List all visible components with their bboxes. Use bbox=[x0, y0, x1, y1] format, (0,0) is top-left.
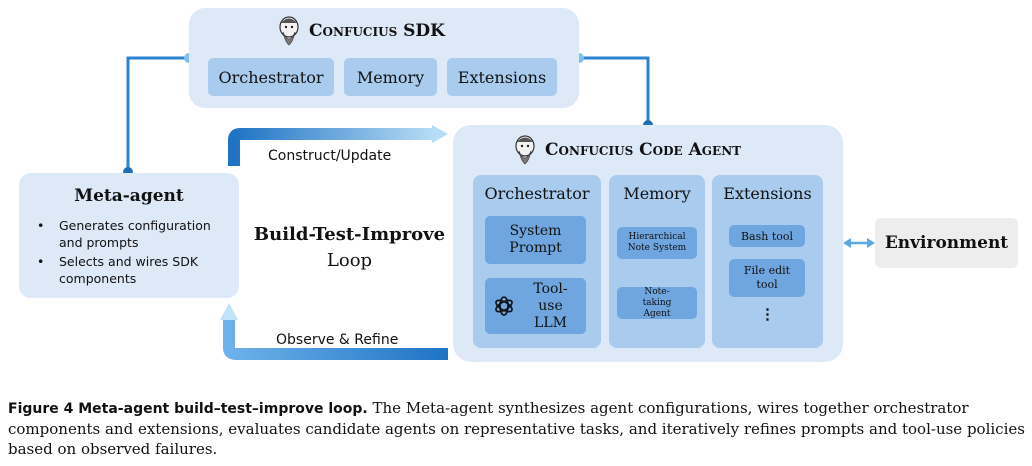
sdk-title: Confucius SDK bbox=[277, 16, 445, 46]
system-prompt-label: System Prompt bbox=[509, 223, 562, 256]
figure-caption: Figure 4 Meta-agent build–test–improve l… bbox=[8, 398, 1026, 459]
construct-arrow-shaft bbox=[228, 128, 434, 166]
agent-title: Confucius Code Agent bbox=[513, 135, 741, 165]
sdk-to-agent-connector bbox=[579, 56, 650, 125]
confucius-code-agent-panel: Confucius Code Agent Orchestrator System… bbox=[453, 125, 843, 362]
confucius-sdk-panel: Confucius SDK Orchestrator Memory Extens… bbox=[189, 8, 579, 108]
sdk-chip-orchestrator: Orchestrator bbox=[208, 58, 334, 96]
agent-memory-column: Memory Hierarchical Note System Note-tak… bbox=[609, 175, 705, 348]
meta-agent-bullet: Generates configuration and prompts bbox=[33, 217, 227, 251]
loop-title: Build-Test-Improve bbox=[253, 224, 446, 245]
hierarchical-note-system-label: Hierarchical Note System bbox=[627, 232, 687, 253]
hierarchical-note-system-pill: Hierarchical Note System bbox=[617, 227, 697, 259]
meta-agent-panel: Meta-agent Generates configuration and p… bbox=[19, 173, 239, 298]
sdk-chip-memory: Memory bbox=[344, 58, 437, 96]
orchestrator-heading: Orchestrator bbox=[484, 184, 590, 203]
construct-update-label: Construct/Update bbox=[268, 148, 392, 164]
tool-use-llm-pill: Tool-use LLM bbox=[485, 278, 586, 334]
system-prompt-pill: System Prompt bbox=[485, 216, 586, 264]
extensions-heading: Extensions bbox=[723, 184, 812, 203]
more-extensions-ellipsis: ⋮ bbox=[760, 305, 775, 323]
sdk-chip-extensions: Extensions bbox=[447, 58, 557, 96]
observe-arrow-head bbox=[220, 303, 238, 320]
confucius-portrait-icon bbox=[515, 135, 535, 165]
note-taking-agent-pill: Note-taking Agent bbox=[617, 287, 697, 319]
file-edit-tool-label: File edit tool bbox=[743, 264, 791, 291]
caption-label: Figure 4 Meta-agent build–test–improve l… bbox=[8, 401, 368, 417]
confucius-portrait-icon bbox=[279, 16, 299, 46]
sdk-title-text: Confucius SDK bbox=[309, 21, 445, 41]
bash-tool-label: Bash tool bbox=[740, 229, 794, 243]
note-taking-agent-label: Note-taking Agent bbox=[642, 286, 672, 319]
file-edit-tool-pill: File edit tool bbox=[729, 259, 805, 297]
agent-extensions-column: Extensions Bash tool File edit tool ⋮ bbox=[712, 175, 823, 348]
tool-use-llm-label: Tool-use LLM bbox=[533, 280, 568, 331]
caption-text: The Meta-agent synthesizes agent configu… bbox=[8, 399, 1025, 458]
meta-agent-title: Meta-agent bbox=[74, 186, 184, 206]
agent-orchestrator-column: Orchestrator System Prompt Tool-use LLM bbox=[473, 175, 601, 348]
memory-heading: Memory bbox=[623, 184, 691, 203]
bash-tool-pill: Bash tool bbox=[729, 225, 805, 247]
meta-agent-bullets: Generates configuration and prompts Sele… bbox=[33, 217, 227, 289]
construct-arrow-head bbox=[432, 125, 448, 143]
environment-box: Environment bbox=[875, 218, 1018, 268]
meta-agent-bullet: Selects and wires SDK components bbox=[33, 253, 227, 287]
observe-arrow-shaft bbox=[223, 318, 448, 360]
openai-logo-icon bbox=[494, 296, 513, 316]
sdk-to-meta-connector bbox=[126, 56, 189, 173]
agent-title-text: Confucius Code Agent bbox=[545, 140, 742, 160]
loop-subtitle: Loop bbox=[326, 250, 373, 271]
observe-refine-label: Observe & Refine bbox=[276, 332, 399, 348]
